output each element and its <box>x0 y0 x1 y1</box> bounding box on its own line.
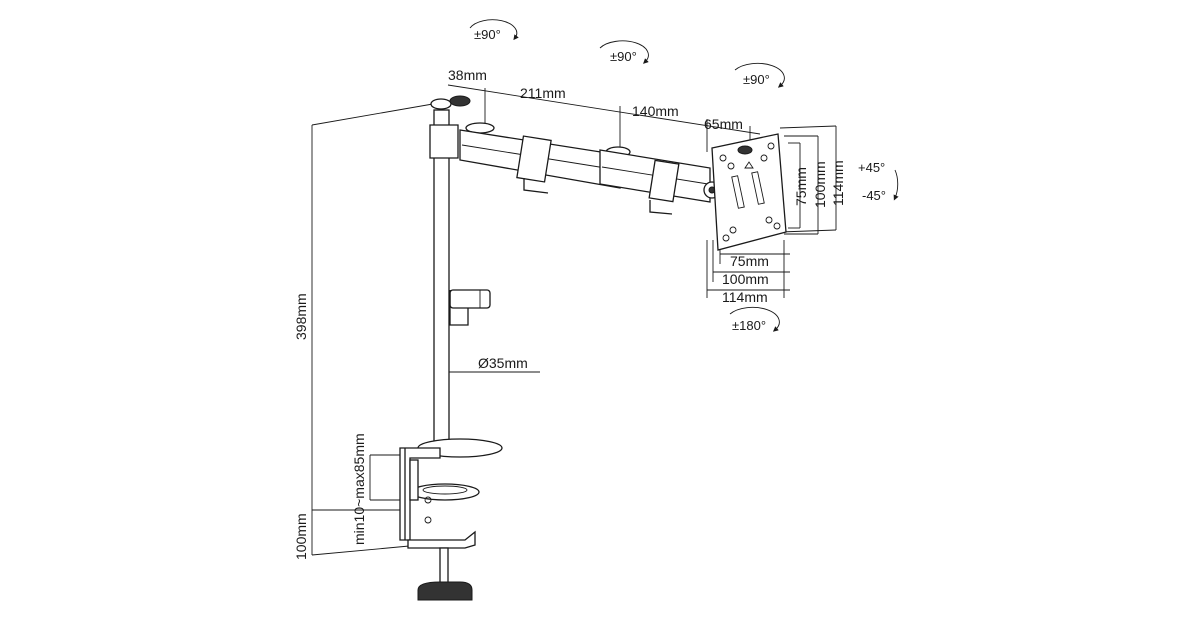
dimension-labels: 38mm 211mm 140mm 65mm Ø35mm 398mm min10~… <box>293 67 846 560</box>
elbow-swivel-label: ±90° <box>610 49 637 64</box>
tilt-offset-label: 65mm <box>704 116 743 132</box>
pole <box>430 95 471 449</box>
tilt-up-label: +45° <box>858 160 885 175</box>
rotation-label: ±180° <box>732 318 766 333</box>
vesa-75-h-label: 75mm <box>730 253 769 269</box>
base-swivel-label: ±90° <box>474 27 501 42</box>
head-swivel-label: ±90° <box>743 72 770 87</box>
arm2-length-label: 140mm <box>632 103 679 119</box>
vesa-100-v-label: 100mm <box>812 161 828 208</box>
rotation-labels: ±90° ±90° ±90° ±180° +45° -45° <box>474 27 886 333</box>
arm-offset-label: 38mm <box>448 67 487 83</box>
clamp-height-label: 100mm <box>293 513 309 560</box>
cable-clip <box>449 289 491 326</box>
arm1-length-label: 211mm <box>520 85 566 101</box>
vesa-75-v-label: 75mm <box>793 167 809 206</box>
vesa-114-h-label: 114mm <box>722 289 768 305</box>
pole-diameter-label: Ø35mm <box>478 355 528 371</box>
dimension-lines <box>311 84 837 556</box>
vesa-100-h-label: 100mm <box>722 271 769 287</box>
rotation-arrows <box>469 19 899 332</box>
pole-height-label: 398mm <box>293 293 309 340</box>
arm-segment-2 <box>599 146 721 215</box>
vesa-plate <box>711 133 787 251</box>
tilt-down-label: -45° <box>862 188 886 203</box>
desk-clamp <box>399 438 503 601</box>
vesa-114-v-label: 114mm <box>830 160 846 206</box>
arm-segment-1 <box>429 122 621 194</box>
clamp-range-label: min10~max85mm <box>351 433 367 545</box>
